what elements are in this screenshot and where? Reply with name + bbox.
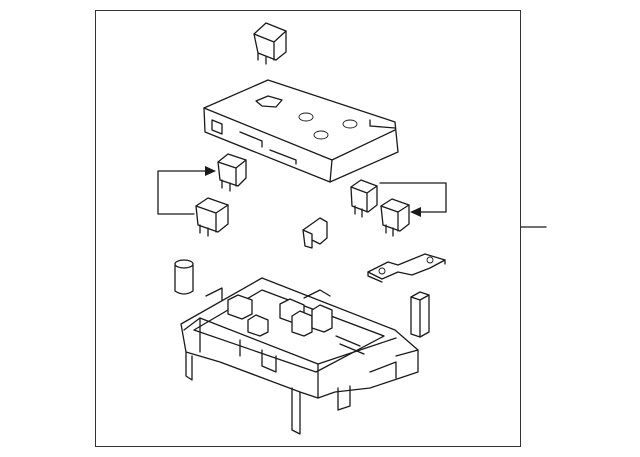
callout-bracket-right [379, 182, 447, 217]
relay-right-upper [350, 179, 378, 218]
relay-top [253, 22, 287, 65]
cylinder-component [174, 259, 194, 295]
relay-left-lower [195, 197, 229, 237]
terminal-clip [302, 217, 328, 249]
fuse-block [410, 291, 430, 338]
arrowhead-icon [410, 207, 421, 217]
relay-left-upper [217, 153, 247, 192]
arrowhead-icon [205, 166, 216, 176]
mounting-bracket [367, 253, 446, 283]
fuse-box-cover [203, 79, 399, 183]
callout-bracket-left [157, 166, 216, 215]
relay-right-lower [380, 198, 410, 237]
fuse-box-housing [180, 277, 419, 435]
